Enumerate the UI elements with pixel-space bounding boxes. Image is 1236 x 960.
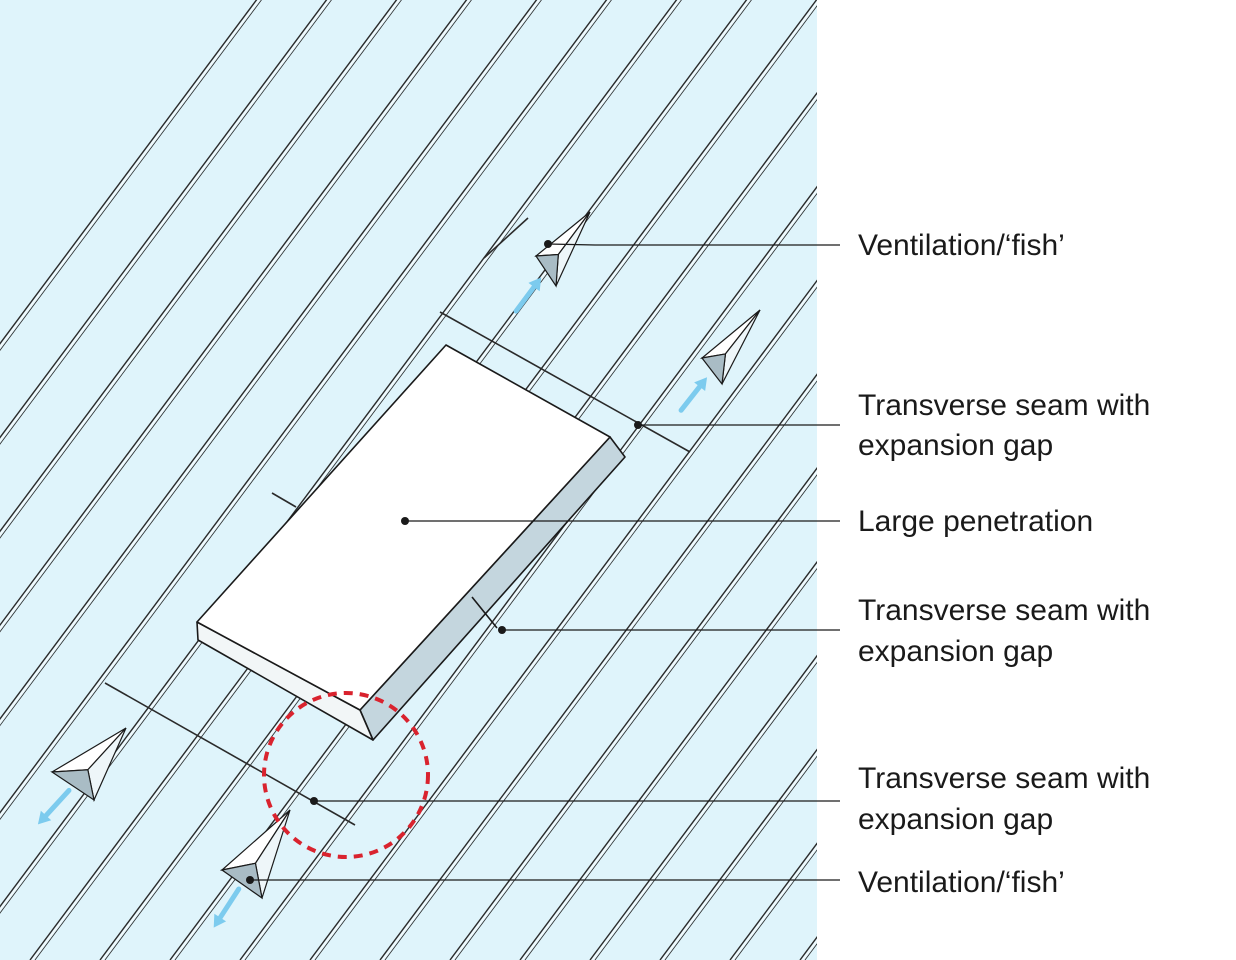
standing-seam bbox=[589, 654, 817, 960]
standing-seam bbox=[0, 0, 612, 820]
standing-seam bbox=[1080, 0, 1236, 960]
ventilation-fish bbox=[699, 309, 761, 386]
label-seam-upper-line1: Transverse seam with bbox=[858, 389, 1150, 422]
standing-seam bbox=[659, 748, 817, 960]
label-seam-lower-line1: Transverse seam with bbox=[858, 762, 1150, 795]
standing-seam bbox=[1150, 0, 1236, 960]
standing-seam bbox=[0, 0, 262, 351]
label-ventilation-top: Ventilation/‘fish’ bbox=[858, 229, 1065, 262]
leader-lines bbox=[250, 243, 840, 881]
dot-penetration bbox=[401, 517, 409, 525]
standing-seam bbox=[0, 0, 402, 539]
dot-seam-mid bbox=[498, 626, 506, 634]
standing-seam bbox=[239, 185, 817, 960]
penetration-top-face bbox=[196, 344, 611, 711]
dot-seam-upper bbox=[634, 421, 642, 429]
dot-ventilation-top bbox=[544, 240, 552, 248]
label-seam-lower-line2: expansion gap bbox=[858, 803, 1053, 836]
standing-seam bbox=[1220, 0, 1236, 960]
airflow-arrow bbox=[513, 277, 542, 314]
large-penetration-box bbox=[196, 344, 626, 741]
standing-seam bbox=[519, 560, 817, 960]
dot-ventilation-bottom bbox=[246, 876, 254, 884]
leader-dots bbox=[246, 240, 642, 884]
standing-seam bbox=[379, 373, 817, 960]
transverse-seam-upper bbox=[439, 311, 691, 453]
airflow-arrow bbox=[213, 886, 242, 928]
ventilation-fish bbox=[219, 809, 291, 900]
detail-circle bbox=[262, 691, 430, 859]
standing-seam bbox=[169, 91, 817, 960]
labels: Ventilation/‘fish’ Transverse seam with … bbox=[858, 229, 1150, 899]
standing-seam bbox=[0, 0, 542, 727]
penetration-side-seam bbox=[471, 596, 498, 629]
standing-seam bbox=[449, 467, 817, 960]
dot-seam-lower bbox=[310, 797, 318, 805]
label-penetration: Large penetration bbox=[858, 505, 1093, 538]
label-seam-mid-line1: Transverse seam with bbox=[858, 594, 1150, 627]
airflow-arrow bbox=[678, 377, 708, 413]
ventilation-fish-group bbox=[37, 211, 761, 928]
label-ventilation-bottom: Ventilation/‘fish’ bbox=[858, 866, 1065, 899]
standing-seam bbox=[0, 0, 472, 633]
transverse-seam-upper-stub bbox=[483, 217, 529, 259]
ventilation-fish bbox=[50, 727, 127, 802]
standing-seam bbox=[309, 279, 817, 960]
leader-ventilation-top bbox=[547, 243, 840, 246]
label-seam-upper-line2: expansion gap bbox=[858, 429, 1053, 462]
label-seam-mid-line2: expansion gap bbox=[858, 635, 1053, 668]
airflow-arrow bbox=[37, 787, 72, 825]
transverse-seam-left-stub bbox=[271, 492, 297, 508]
standing-seam bbox=[0, 0, 332, 445]
